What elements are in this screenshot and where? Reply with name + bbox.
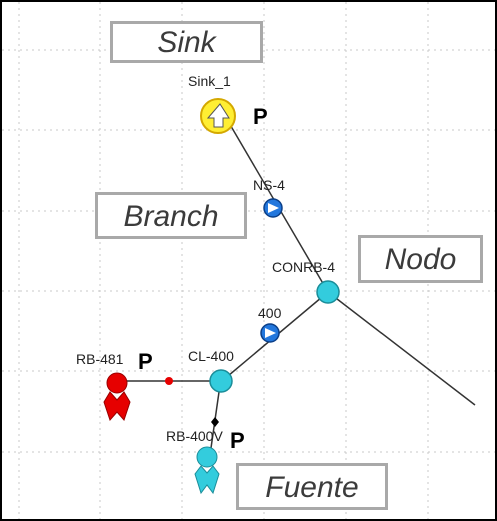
source-rb400v[interactable] bbox=[194, 446, 220, 495]
choke-400[interactable] bbox=[260, 323, 280, 343]
choke-ns4-label: NS-4 bbox=[253, 177, 285, 193]
sink-node[interactable] bbox=[200, 98, 236, 134]
choke-ns4[interactable] bbox=[263, 198, 283, 218]
branch-connector-dot bbox=[165, 377, 173, 385]
source-rb400v-flag-p: P bbox=[230, 428, 245, 453]
callout-branch-text: Branch bbox=[123, 200, 219, 233]
source-rb400v-icon bbox=[194, 465, 220, 495]
sink-node-label: Sink_1 bbox=[188, 73, 231, 89]
pipe-junction-to-right bbox=[327, 291, 476, 406]
sink-arrow-icon bbox=[206, 103, 230, 128]
callout-branch: Branch bbox=[95, 192, 247, 239]
junction-cl400-label: CL-400 bbox=[188, 348, 234, 364]
junction-conrb-label: CONRB-4 bbox=[272, 259, 335, 275]
callout-sink: Sink bbox=[110, 21, 263, 63]
callout-nodo: Nodo bbox=[358, 235, 483, 283]
pipes bbox=[117, 115, 476, 456]
source-rb481-flag-p: P bbox=[138, 349, 153, 374]
pipe-diamond-marker bbox=[211, 417, 219, 427]
source-rb481[interactable] bbox=[103, 372, 131, 421]
callout-fuente: Fuente bbox=[236, 463, 388, 510]
source-rb400v-label: RB-400V bbox=[166, 428, 223, 444]
source-rb481-label: RB-481 bbox=[76, 351, 124, 367]
choke-400-label: 400 bbox=[258, 305, 282, 321]
callout-nodo-text: Nodo bbox=[384, 243, 457, 276]
source-rb481-icon bbox=[103, 391, 131, 421]
sink-flag-p: P bbox=[253, 104, 268, 129]
choke-400-icon bbox=[265, 328, 276, 338]
junction-conrb[interactable] bbox=[316, 280, 340, 304]
junction-cl400[interactable] bbox=[209, 369, 233, 393]
callout-fuente-text: Fuente bbox=[265, 471, 359, 504]
callout-sink-text: Sink bbox=[157, 26, 216, 59]
choke-ns4-icon bbox=[268, 203, 279, 213]
